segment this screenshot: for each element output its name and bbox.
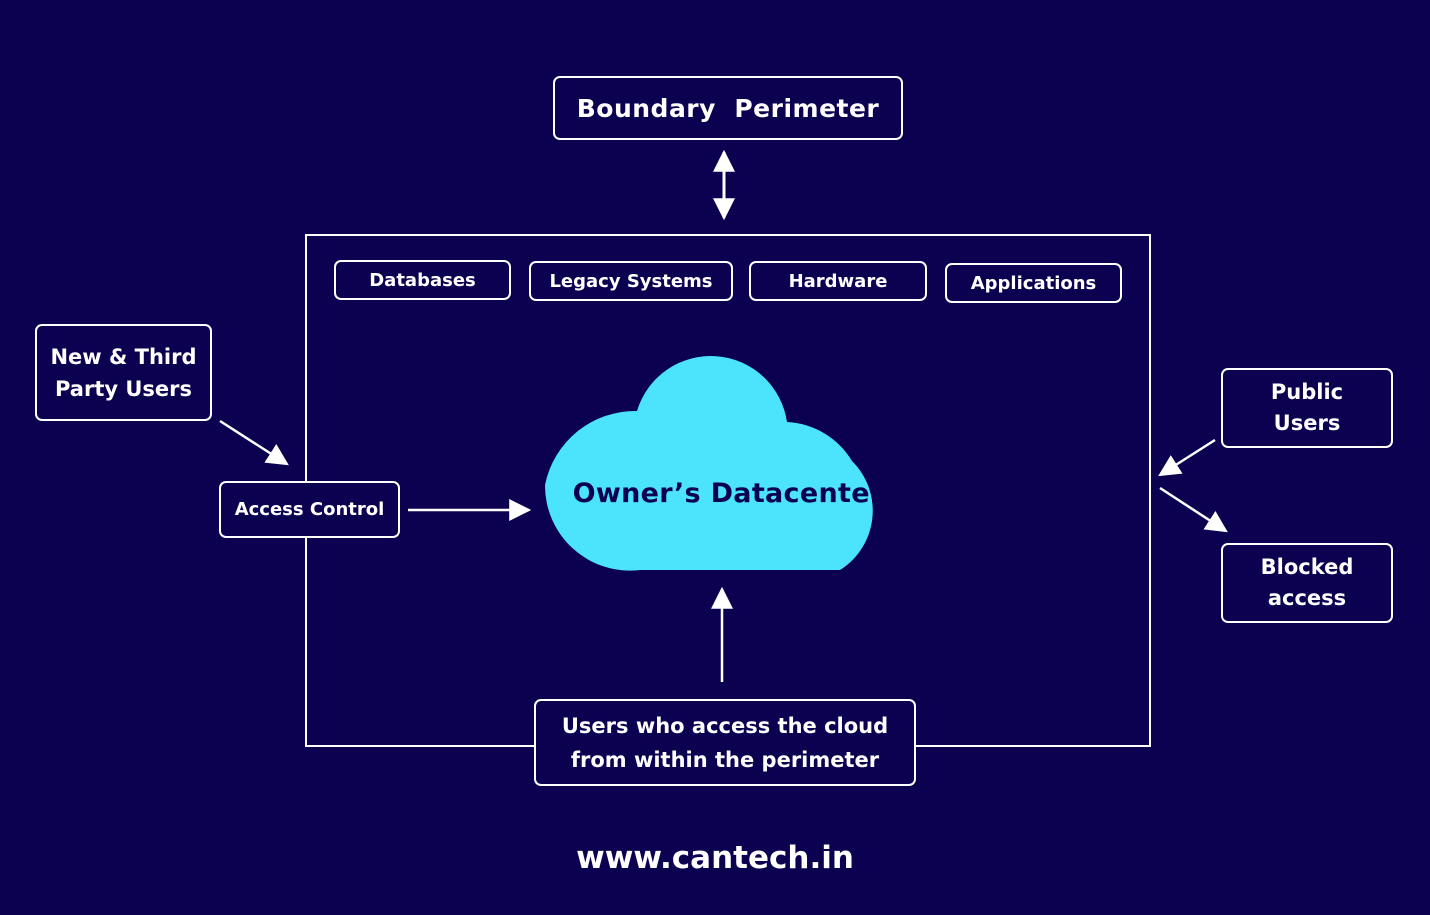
new-third-party-users-box: New & Third Party Users xyxy=(35,324,212,421)
access-control-box: Access Control xyxy=(219,481,400,538)
new-users-line-2: Party Users xyxy=(54,376,193,401)
access-control-label: Access Control xyxy=(234,499,385,520)
inner-users-box: Users who access the cloud from within t… xyxy=(534,699,916,786)
arrow-blocked xyxy=(1159,486,1228,533)
arrow-new-users xyxy=(219,419,289,466)
new-users-line-1: New & Third xyxy=(50,344,197,369)
databases-label: Databases xyxy=(369,269,476,291)
applications-box: Applications xyxy=(945,263,1122,303)
legacy-systems-label: Legacy Systems xyxy=(549,270,713,292)
inner-users-line-2: from within the perimeter xyxy=(570,747,880,772)
blocked-access-line-2: access xyxy=(1267,586,1347,610)
hardware-label: Hardware xyxy=(788,270,888,292)
inner-users-line-1: Users who access the cloud xyxy=(561,713,889,738)
arrow-public-users xyxy=(1158,438,1216,477)
blocked-access-box: Blocked access xyxy=(1221,543,1393,623)
footer-website: www.cantech.in xyxy=(576,840,854,876)
boundary-perimeter-title: Boundary Perimeter xyxy=(553,76,903,140)
public-users-box: Public Users xyxy=(1221,368,1393,448)
public-users-line-1: Public xyxy=(1270,380,1344,404)
applications-label: Applications xyxy=(970,272,1097,294)
boundary-perimeter-label: Boundary Perimeter xyxy=(576,93,880,123)
legacy-systems-box: Legacy Systems xyxy=(529,261,733,301)
blocked-access-line-1: Blocked xyxy=(1260,555,1354,579)
hardware-box: Hardware xyxy=(749,261,927,301)
databases-box: Databases xyxy=(334,260,511,300)
cloud-shape xyxy=(544,356,873,571)
owners-datacenter-label: Owner’s Datacenter xyxy=(572,478,884,509)
public-users-line-2: Users xyxy=(1273,411,1341,435)
